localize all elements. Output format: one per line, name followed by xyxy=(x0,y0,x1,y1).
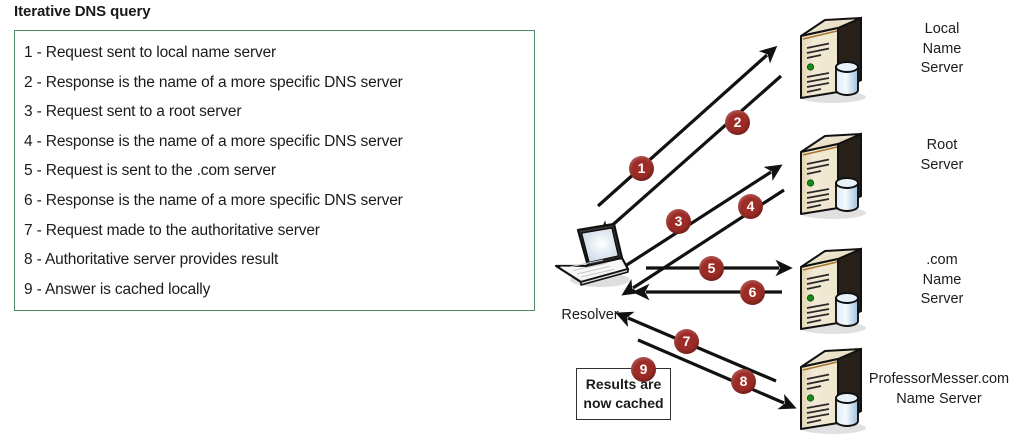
list-item: 1 - Request sent to local name server xyxy=(24,44,277,61)
server-label-local-name-server: Local Name Server xyxy=(852,20,1031,79)
badge-3: 3 xyxy=(666,209,691,234)
server-com-name-server[interactable] xyxy=(781,243,877,339)
list-item: 8 - Authoritative server provides result xyxy=(24,251,279,269)
label-line: Local xyxy=(924,21,960,37)
laptop-icon xyxy=(554,222,630,287)
label-line: Server xyxy=(920,291,964,307)
arrow-3 xyxy=(621,164,783,270)
server-label-com-name-server: .com Name Server xyxy=(852,251,1031,310)
badge-7: 7 xyxy=(674,329,699,354)
dns-flow-diagram: Resolver xyxy=(536,0,1031,437)
server-icon xyxy=(800,347,866,434)
cached-line-2: now cached xyxy=(583,395,664,411)
arrow-2 xyxy=(597,74,783,239)
server-authoritative-server[interactable] xyxy=(781,343,877,439)
badge-5: 5 xyxy=(699,256,724,281)
resolver-node[interactable] xyxy=(548,222,634,292)
arrow-8 xyxy=(637,338,797,410)
badge-6: 6 xyxy=(740,280,765,305)
label-line: Server xyxy=(920,60,964,76)
resolver-label: Resolver xyxy=(561,307,619,323)
steps-list: 1 - Request sent to local name server 2 … xyxy=(15,31,534,304)
badge-2: 2 xyxy=(725,110,750,135)
label-line: Name xyxy=(922,271,962,288)
server-local-name-server[interactable] xyxy=(781,12,877,108)
server-label-authoritative-server: ProfessorMesser.com Name Server xyxy=(846,370,1031,409)
server-label-root-server: Root Server xyxy=(852,136,1031,175)
label-line: Name xyxy=(922,40,962,57)
list-item: 4 - Response is the name of a more speci… xyxy=(24,132,403,150)
list-item: 6 - Response is the name of a more speci… xyxy=(24,191,403,209)
cached-results-note: Results are now cached xyxy=(576,368,671,420)
label-line: Root xyxy=(926,137,958,153)
label-line: .com xyxy=(926,252,958,268)
badge-8: 8 xyxy=(731,369,756,394)
server-icon xyxy=(800,132,866,219)
badge-4: 4 xyxy=(738,194,763,219)
server-root-server[interactable] xyxy=(781,128,877,224)
server-icon xyxy=(800,16,866,103)
arrow-1 xyxy=(596,45,778,208)
steps-box: 1 - Request sent to local name server 2 … xyxy=(14,30,535,311)
label-line: ProfessorMesser.com xyxy=(868,371,1010,387)
arrow-7 xyxy=(615,311,777,383)
badge-1: 1 xyxy=(629,156,654,181)
server-icon xyxy=(800,247,866,334)
list-item: 2 - Response is the name of a more speci… xyxy=(24,73,403,91)
list-item: 9 - Answer is cached locally xyxy=(24,280,211,298)
badge-9: 9 xyxy=(631,357,656,382)
list-item: 7 - Request made to the authoritative se… xyxy=(24,221,320,239)
label-line: Name Server xyxy=(896,390,982,407)
page-title: Iterative DNS query xyxy=(14,3,151,20)
label-line: Server xyxy=(920,156,964,173)
list-item: 5 - Request is sent to the .com server xyxy=(24,162,276,180)
list-item: 3 - Request sent to a root server xyxy=(24,103,242,121)
